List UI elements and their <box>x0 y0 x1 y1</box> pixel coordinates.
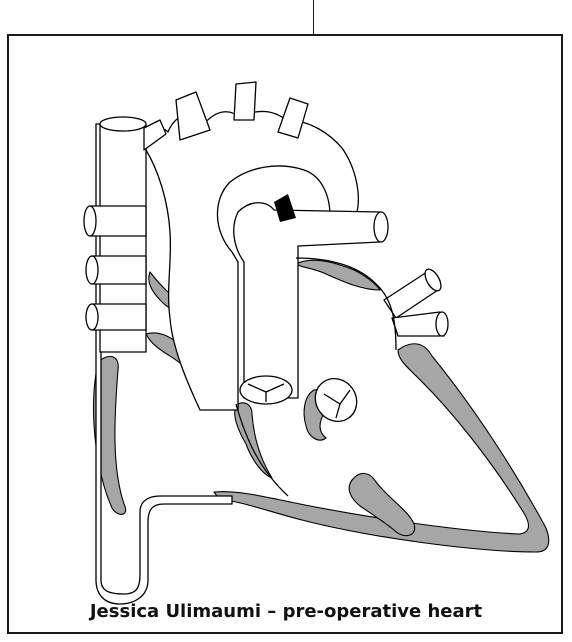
pulmonary-vein-3 <box>92 304 146 330</box>
papillary-muscle <box>235 403 272 478</box>
vein-opening-1 <box>84 206 96 236</box>
carotid-artery <box>234 82 256 120</box>
svc-opening <box>100 117 146 131</box>
pulmonary-trunk <box>234 203 380 398</box>
diagram-caption: Jessica Ulimaumi – pre-operative heart <box>0 601 572 622</box>
right-vein-opening-lower <box>436 312 448 336</box>
pulmonary-vein-1 <box>90 206 146 236</box>
pulmonary-artery-opening <box>374 212 388 242</box>
pulmonary-vein-2 <box>92 256 146 284</box>
vein-opening-3 <box>86 304 98 330</box>
pulmonary-vein-wall <box>296 260 380 290</box>
vein-opening-2 <box>86 256 98 284</box>
